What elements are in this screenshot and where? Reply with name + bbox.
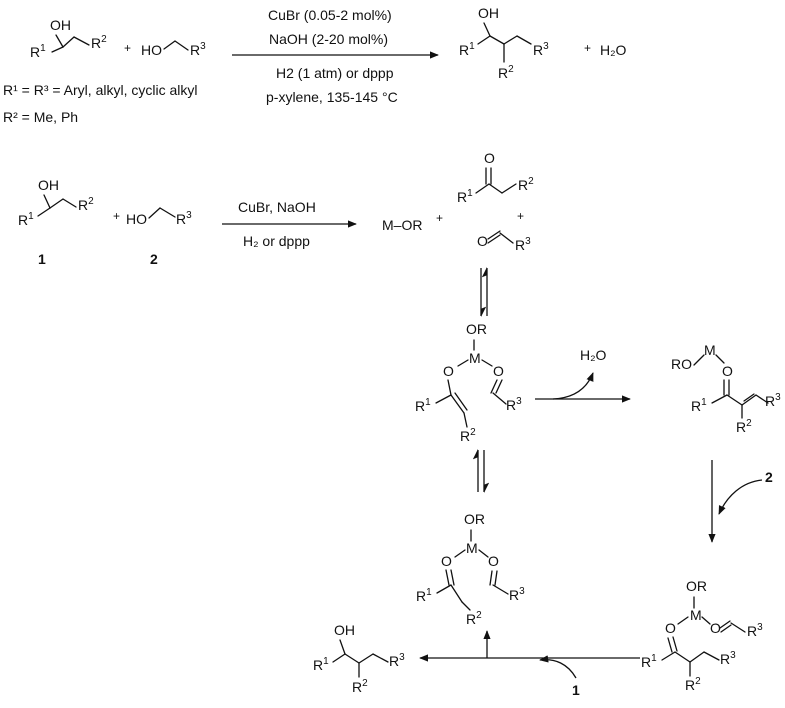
r2-label: R2 — [460, 427, 476, 444]
o-label: O — [484, 150, 495, 166]
metal-enolate-complex: OR M O O R1 R2 R3 — [415, 321, 522, 444]
mech-reagents: CuBr, NaOH — [238, 199, 316, 215]
r2-label: R2 — [91, 34, 107, 51]
product-r1-label: R1 — [459, 41, 475, 58]
r3-label: R3 — [176, 210, 192, 227]
equilibrium-arrow-lower — [472, 448, 490, 494]
oh-label: OH — [50, 17, 71, 33]
enone-metal-complex: RO M O R1 R2 R3 — [671, 342, 781, 435]
top-reaction: OH R1 R2 + HO R3 CuBr (0.05-2 mol%) NaOH… — [3, 5, 627, 125]
r2-label: R2 — [736, 418, 752, 435]
or-label: OR — [686, 578, 707, 594]
r3-label: R3 — [720, 650, 736, 667]
ro-label: RO — [671, 356, 692, 372]
aldehyde-intermediate: O R3 — [477, 230, 531, 253]
r3-label: R3 — [389, 652, 405, 669]
water-label: H₂O — [580, 347, 607, 363]
keto-aldehyde-metal-complex: OR M O O R1 R2 R3 — [416, 511, 525, 627]
condition-line-3: H2 (1 atm) or dppp — [276, 65, 394, 81]
r1-label: R1 — [641, 653, 657, 670]
saturated-ketone-metal-complex: OR M O O R3 R1 R2 R3 — [641, 578, 763, 693]
compound-2-number: 2 — [765, 469, 773, 485]
r3-label: R3 — [506, 396, 522, 413]
product-r3-label: R3 — [533, 41, 549, 58]
r3-label: R3 — [765, 392, 781, 409]
condition-line-1: CuBr (0.05-2 mol%) — [268, 7, 392, 23]
o-label: O — [665, 620, 676, 636]
ho-label: HO — [126, 211, 147, 227]
plus-sign: + — [113, 209, 120, 223]
compound-1-number: 1 — [572, 682, 580, 698]
o-label: O — [493, 363, 504, 379]
metal-label: M — [466, 540, 478, 556]
o-label: O — [722, 363, 733, 379]
o-label: O — [488, 553, 499, 569]
compound-1-curved-arrow — [539, 655, 577, 679]
r1-label: R1 — [313, 656, 329, 673]
top-primary-alcohol: HO R3 — [141, 40, 206, 58]
r1-label: R1 — [691, 397, 707, 414]
or-label: OR — [464, 511, 485, 527]
compound-2-number: 2 — [150, 251, 158, 267]
mech-conditions: H₂ or dppp — [243, 233, 310, 249]
r3-label: R3 — [747, 622, 763, 639]
water-release-arrow — [552, 372, 594, 400]
metal-alkoxide: M–OR — [382, 217, 422, 233]
water-label: H₂O — [600, 42, 627, 58]
compound-1: OH R1 R2 1 — [18, 177, 94, 267]
o-label: O — [710, 620, 721, 636]
plus-sign: + — [517, 209, 524, 223]
r1-label: R1 — [18, 211, 34, 228]
r1-label: R1 — [30, 43, 46, 60]
r-group-definition-2: R² = Me, Ph — [3, 109, 78, 125]
product-r2-label: R2 — [498, 64, 514, 81]
r3-label: R3 — [509, 586, 525, 603]
r3-label: R3 — [515, 236, 531, 253]
r2-label: R2 — [352, 678, 368, 695]
ho-label: HO — [141, 42, 162, 58]
r2-label: R2 — [78, 196, 94, 213]
r1-label: R1 — [416, 587, 432, 604]
r2-label: R2 — [518, 176, 534, 193]
compound-2-curved-arrow — [718, 479, 763, 515]
plus-sign: + — [124, 41, 131, 55]
product-oh-label: OH — [478, 5, 499, 21]
plus-sign: + — [436, 211, 443, 225]
r2-label: R2 — [685, 676, 701, 693]
mechanism-scheme: OH R1 R2 1 + HO R3 2 CuBr, NaOH H₂ or dp… — [18, 150, 781, 698]
oh-label: OH — [38, 177, 59, 193]
o-label: O — [477, 233, 488, 249]
r3-label: R3 — [190, 41, 206, 58]
metal-label: M — [469, 350, 481, 366]
r2-label: R2 — [466, 610, 482, 627]
oh-label: OH — [334, 622, 355, 638]
r1-label: R1 — [415, 397, 431, 414]
final-alcohol-product: OH R1 R2 R3 — [313, 622, 405, 695]
top-product: OH R1 R2 R3 — [459, 5, 549, 81]
compound-2: HO R3 2 — [126, 207, 192, 267]
metal-label: M — [690, 607, 702, 623]
metal-label: M — [704, 342, 716, 358]
ketone-intermediate: O R1 R2 — [457, 150, 534, 205]
plus-sign: + — [584, 41, 591, 55]
compound-1-number: 1 — [38, 251, 46, 267]
r-group-definition-1: R¹ = R³ = Aryl, alkyl, cyclic alkyl — [3, 82, 197, 98]
condition-line-4: p-xylene, 135-145 °C — [266, 89, 398, 105]
condition-line-2: NaOH (2-20 mol%) — [269, 31, 388, 47]
o-label: O — [443, 363, 454, 379]
r1-label: R1 — [457, 188, 473, 205]
top-alcohol-reactant: OH R1 R2 — [30, 17, 107, 60]
or-label: OR — [466, 321, 487, 337]
o-label: O — [441, 553, 452, 569]
equilibrium-arrow-upper — [480, 266, 488, 318]
